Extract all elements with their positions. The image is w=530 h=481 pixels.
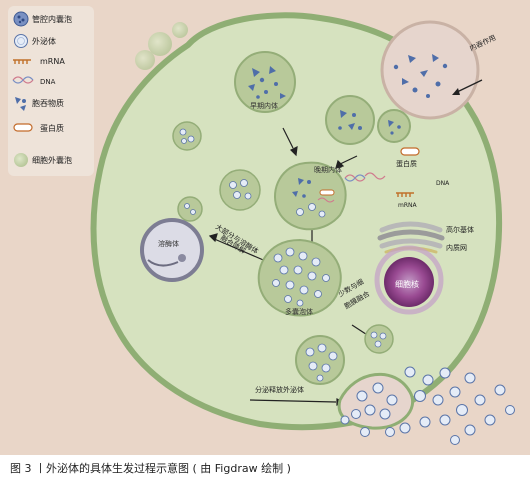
legend-label-2: mRNA xyxy=(40,57,65,66)
label-golgi: 高尔基体 xyxy=(446,225,474,234)
label-protein: 蛋白质 xyxy=(396,159,417,168)
label-lysosome: 溶酶体 xyxy=(158,239,179,248)
incoming-cargo: 蛋白质 DNA mRNA xyxy=(344,147,450,209)
dna-icon xyxy=(12,76,34,84)
lysosome: 溶酶体 xyxy=(140,218,204,282)
nucleus: 细胞核 xyxy=(374,245,444,315)
legend-label-4: 胞吞物质 xyxy=(32,98,64,108)
mrna-icon xyxy=(13,59,31,64)
exosome-release xyxy=(337,366,515,445)
arrow xyxy=(454,79,483,94)
legend-label-6: 细胞外囊泡 xyxy=(32,155,72,165)
label-late-endosome: 晚期内体 xyxy=(314,165,342,174)
protein-icon xyxy=(13,123,33,132)
label-dna: DNA xyxy=(436,180,450,187)
extracellular-vesicle-icon xyxy=(14,153,28,167)
label-secretion: 分泌释放外泌体 xyxy=(255,385,304,394)
label-early-endosome: 早期内体 xyxy=(250,101,278,110)
mvb-icon xyxy=(13,11,29,27)
cargo-icon xyxy=(15,97,26,111)
legend: 管腔内囊泡 外泌体 mRNA DNA 胞吞物质 蛋白质 细胞外囊泡 xyxy=(8,6,94,176)
mvb-bottom xyxy=(295,335,345,385)
legend-label-3: DNA xyxy=(40,78,56,86)
label-mvb: 多囊泡体 xyxy=(285,307,313,316)
label-mrna: mRNA xyxy=(398,202,418,209)
extracellular-vesicles xyxy=(135,22,188,70)
mvb-small xyxy=(364,324,394,354)
mvb: 多囊泡体 xyxy=(257,238,342,317)
late-endosome: 晚期内体 xyxy=(273,161,347,231)
small-endosomes xyxy=(172,121,261,222)
early-endosome: 早期内体 xyxy=(234,51,296,113)
legend-label-5: 蛋白质 xyxy=(40,123,64,133)
label-er: 内质网 xyxy=(446,243,467,252)
legend-label-1: 外泌体 xyxy=(32,36,56,46)
figure-caption: 图 3 丨外泌体的具体生发过程示意图 ( 由 Figdraw 绘制 ) xyxy=(10,462,291,475)
exosome-icon xyxy=(14,34,28,48)
endosome-cargo xyxy=(325,95,411,145)
label-nucleus: 细胞核 xyxy=(395,279,419,289)
legend-label-0: 管腔内囊泡 xyxy=(32,14,72,24)
